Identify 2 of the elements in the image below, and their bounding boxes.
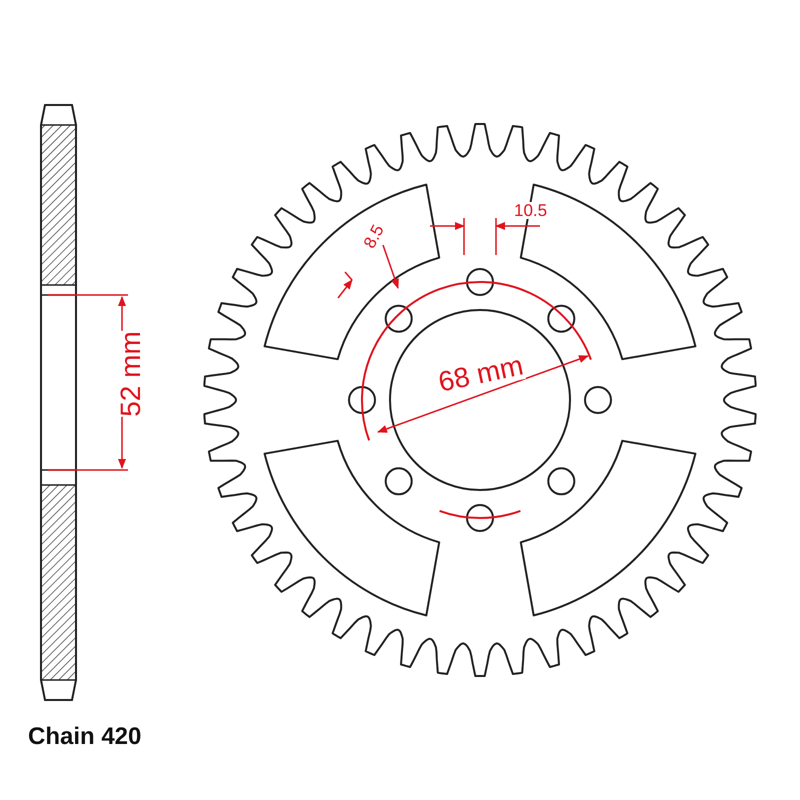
- dimension-label: 10.5: [514, 202, 548, 219]
- chain-size-label: Chain 420: [28, 725, 142, 749]
